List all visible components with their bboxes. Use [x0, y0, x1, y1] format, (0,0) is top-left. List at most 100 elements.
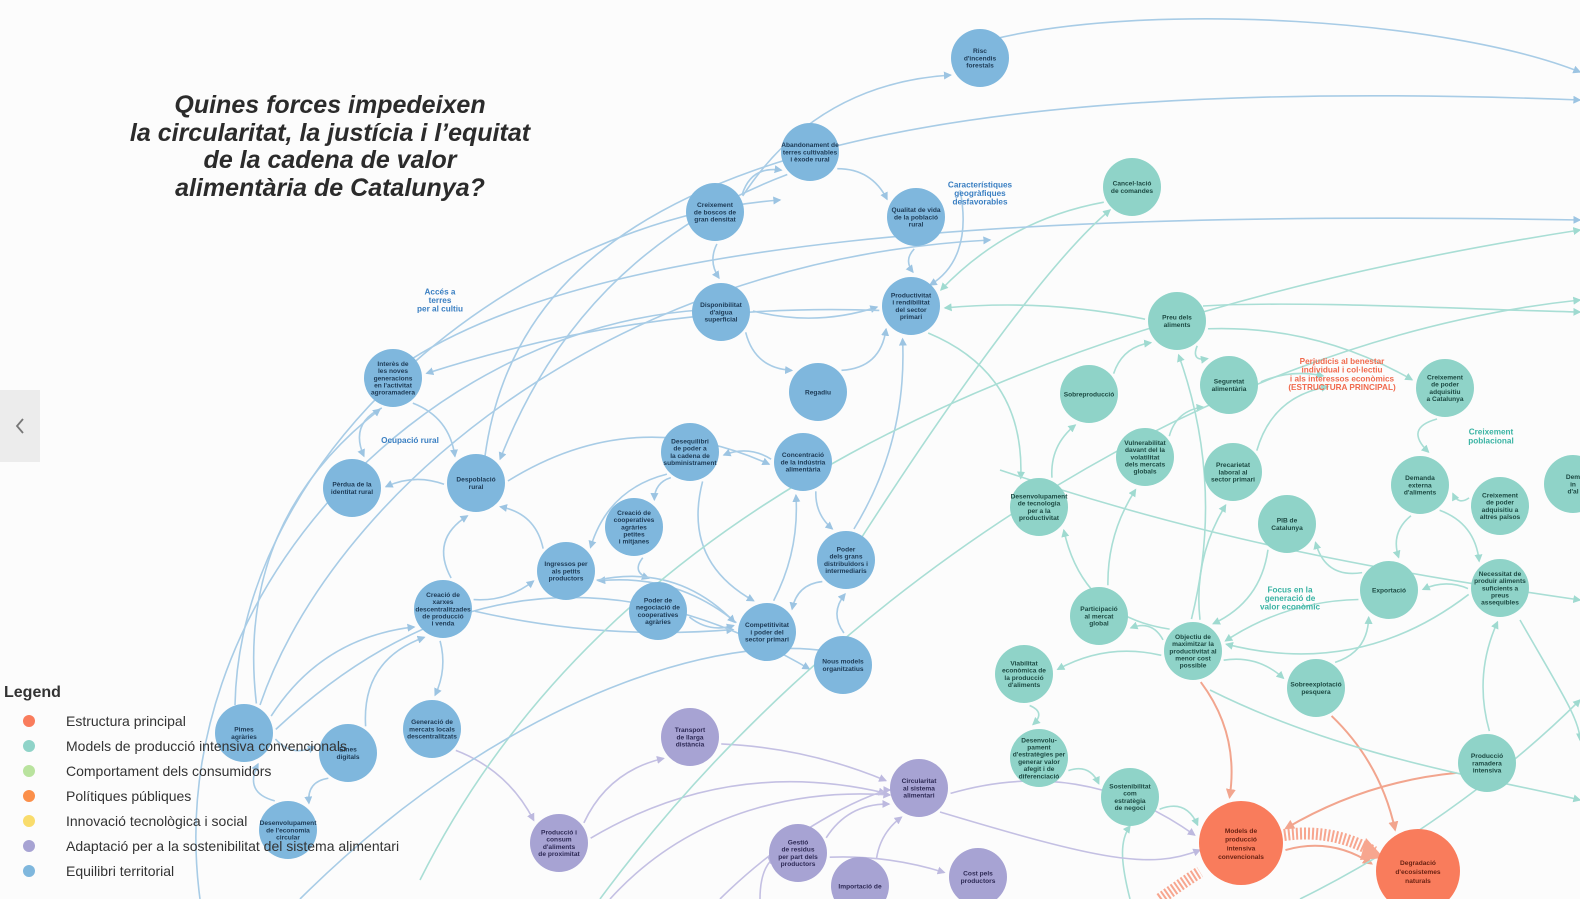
legend-item-equilibri-territorial[interactable]: Equilibri territorial: [4, 858, 399, 883]
legend-dot: [23, 764, 35, 777]
edge-disponibilitat_aigua-to-regadiu: [744, 332, 794, 374]
node-circle: [1416, 359, 1474, 417]
legend-dot: [23, 789, 35, 802]
node-regadiu[interactable]: Regadiu: [789, 363, 847, 421]
edge-objectiu-to-models_intensiva: [1199, 681, 1236, 800]
edge-interes_generacions-to-perdua_identitat: [357, 407, 383, 458]
node-circle: [1199, 801, 1283, 885]
legend-item-estructura-principal[interactable]: Estructura principal: [4, 708, 399, 733]
node-importacio[interactable]: Importació de: [831, 857, 889, 899]
edge-sobreexplotacio-to-exportacio: [1334, 615, 1373, 664]
back-button[interactable]: [0, 390, 40, 462]
legend-item-politiques-publiques[interactable]: Polítiques públiques: [4, 783, 399, 808]
edge-offscreen-2: [409, 215, 1580, 361]
node-circle: [831, 857, 889, 899]
edge-desequilibri_poder-to-competitivitat: [697, 481, 755, 602]
legend-dot: [23, 839, 35, 852]
node-circle: [789, 363, 847, 421]
node-sobreproduccio[interactable]: Sobreproducció: [1060, 365, 1118, 423]
legend-item-innovacio[interactable]: Innovació tecnològica i social: [4, 808, 399, 833]
node-circle: [1164, 622, 1222, 680]
legend-item-models-produccio[interactable]: Models de producció intensiva convencion…: [4, 733, 399, 758]
edge-offscreen-1: [484, 95, 1580, 457]
edge-poder_distribuidors-to-competitivitat: [789, 580, 823, 611]
node-circle: [1360, 561, 1418, 619]
node-circle: [1204, 443, 1262, 501]
node-circle: [1101, 768, 1159, 826]
legend-item-adaptacio[interactable]: Adaptació per a la sostenibilitat del si…: [4, 833, 399, 858]
legend-item-comportament-consumidors[interactable]: Comportament dels consumidors: [4, 758, 399, 783]
edge-offscreen-14: [299, 647, 862, 899]
edge-offscreen-13: [1299, 699, 1580, 899]
node-circle: [537, 542, 595, 600]
edge-creixement_boscos-to-risc_incendis: [741, 71, 952, 197]
node-circle: [1010, 478, 1068, 536]
node-circle: [319, 724, 377, 782]
node-circle: [1391, 456, 1449, 514]
legend-label: Comportament dels consumidors: [66, 762, 272, 779]
edge-concentracio-to-desequilibri_poder: [722, 448, 772, 460]
node-circle: [738, 603, 796, 661]
legend-dot: [23, 814, 35, 827]
edge-necessitat-to-objectiu: [1225, 593, 1470, 655]
node-exportacio[interactable]: Exportació: [1360, 561, 1418, 619]
node-label: Regadiu: [805, 389, 831, 396]
